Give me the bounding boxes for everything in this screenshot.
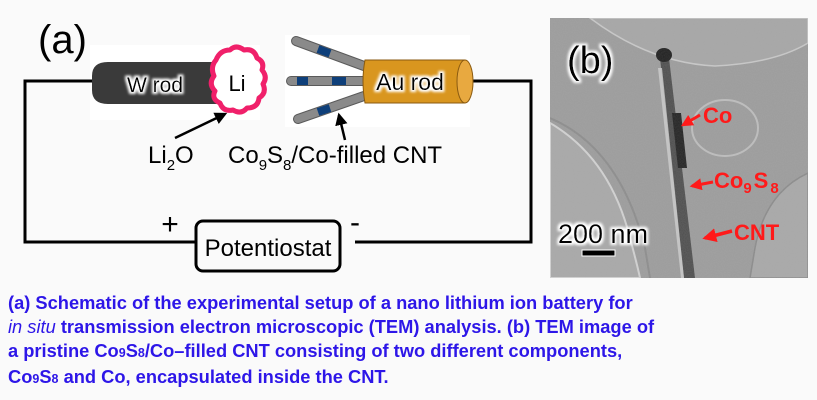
scale-bar-label: 200 nm — [558, 219, 648, 249]
cnt-bottom — [293, 91, 369, 124]
caption-subscript: 9 — [32, 372, 40, 386]
li2o-label: Li2O — [148, 142, 194, 174]
w-rod: W rod — [92, 62, 222, 104]
tem-noise — [550, 18, 808, 278]
scale-bar — [581, 249, 616, 257]
caption-subscript: 9 — [118, 346, 126, 360]
potentiostat-label: Potentiostat — [205, 235, 332, 262]
minus-terminal-label: - — [350, 206, 360, 239]
caption-line-2-text: transmission electron microscopic (TEM) … — [55, 316, 655, 337]
li-particle: Li — [208, 44, 268, 115]
circuit-wire — [23, 79, 533, 244]
cnt-arrow-b — [702, 228, 733, 242]
cnt-label-b: CNT — [734, 220, 780, 245]
caption-subscript: 8 — [51, 372, 59, 386]
caption-text: a pristine Co — [8, 340, 119, 361]
caption-text: S — [39, 366, 52, 387]
caption-italic-in-situ: in situ — [8, 316, 56, 337]
w-rod-label: W rod — [127, 74, 183, 97]
caption-text: Co — [8, 366, 33, 387]
li2o-arrow — [174, 112, 228, 140]
caption-subscript: 8 — [137, 346, 145, 360]
figure-caption: (a) Schematic of the experimental setup … — [8, 291, 813, 391]
cnt-arrow — [335, 112, 348, 141]
co-label: Co — [703, 103, 732, 128]
panel-a-label: (a) — [38, 18, 87, 62]
cnt-label: Co9S8/Co-filled CNT — [228, 142, 442, 174]
caption-line-3: a pristine Co9S8/Co–filled CNT consistin… — [8, 339, 813, 365]
co9s8-arrow — [689, 178, 714, 191]
panel-b-label: (b) — [567, 40, 613, 82]
cnt-bundle — [286, 36, 370, 124]
schematic-panel-a: W rod Li Li2O Au rod — [23, 18, 533, 273]
cnt-top — [291, 36, 369, 71]
plus-terminal-label: + — [161, 208, 179, 241]
caption-line-4: Co9S8 and Co, encapsulated inside the CN… — [8, 365, 813, 391]
caption-text: S — [125, 340, 138, 361]
caption-text: and Co, encapsulated inside the CNT. — [58, 366, 389, 387]
potentiostat: Potentiostat — [194, 219, 342, 273]
au-rod: Au rod — [362, 59, 474, 104]
caption-line-2: in situ transmission electron microscopi… — [8, 315, 813, 339]
co-arrow — [680, 113, 701, 127]
caption-line-1: (a) Schematic of the experimental setup … — [8, 292, 633, 313]
li-label: Li — [228, 71, 245, 96]
au-rod-label: Au rod — [376, 69, 444, 95]
caption-text: /Co–filled CNT consisting of two differe… — [144, 340, 623, 361]
